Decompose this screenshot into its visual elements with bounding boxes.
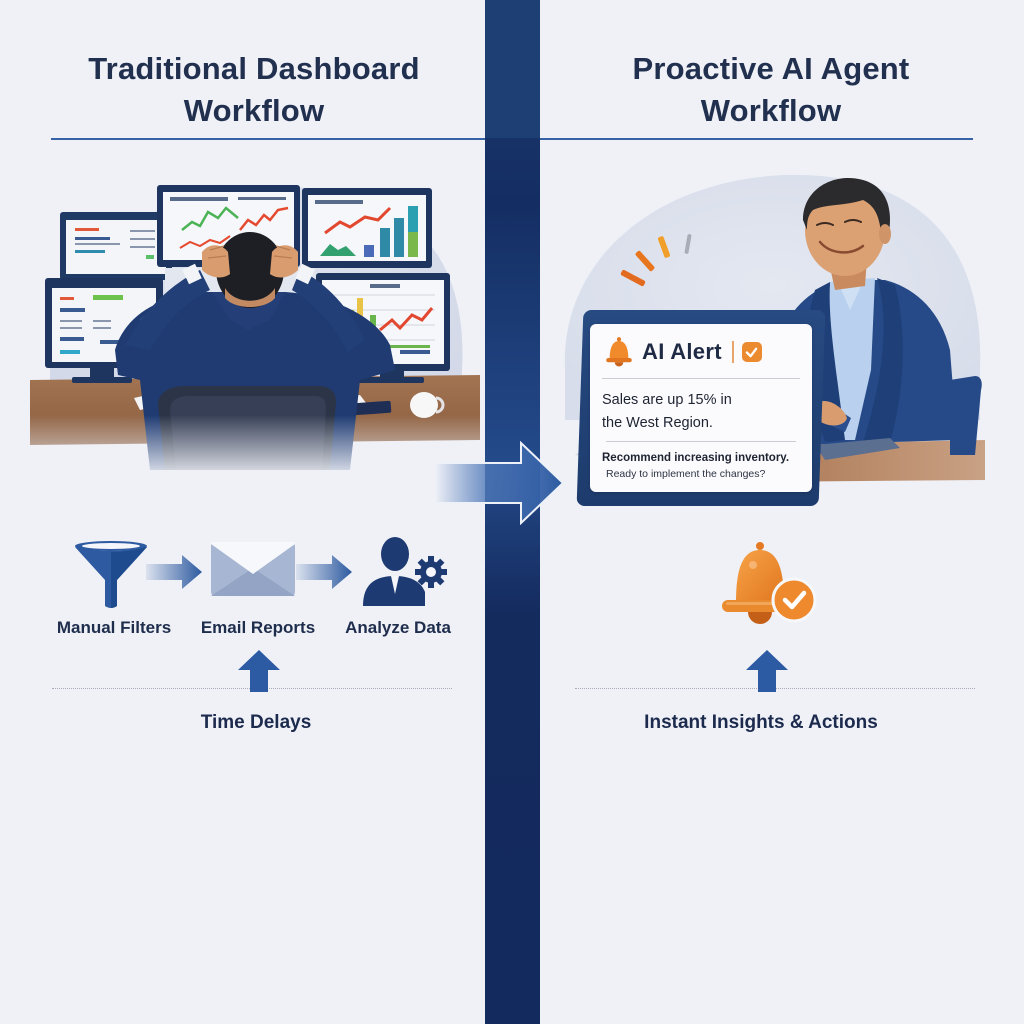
user-gear-icon (363, 537, 447, 606)
arrow-right-icon (146, 555, 202, 589)
bell-icon (606, 337, 632, 367)
alert-title: AI Alert (642, 339, 722, 364)
transition-arrow-icon (435, 441, 565, 525)
stressed-analyst-illustration (30, 185, 480, 480)
right-title-line2: Workflow (700, 93, 842, 128)
step-analyze-data (360, 536, 452, 608)
alert-separator (731, 341, 734, 363)
arrow-up-icon (238, 650, 280, 692)
alert-recommendation: Recommend increasing inventory. (602, 452, 790, 464)
alert-prompt[interactable]: Ready to implement the changes? (606, 468, 766, 480)
instant-insights-label: Instant Insights & Actions (644, 712, 878, 733)
label-analyze-data: Analyze Data (345, 618, 451, 637)
left-title-line2: Workflow (183, 93, 325, 128)
funnel-icon (75, 541, 147, 608)
alert-message-line1: Sales are up 15% in (602, 392, 732, 408)
envelope-icon (211, 542, 295, 596)
time-delays-label: Time Delays (200, 712, 312, 733)
right-panel-title: Proactive AI Agent Workflow (571, 48, 971, 132)
alert-message-line2: the West Region. (602, 415, 713, 431)
alert-divider-2 (606, 441, 796, 442)
right-title-underline (540, 138, 973, 140)
arrow-up-icon (746, 650, 788, 692)
step-manual-filters (72, 540, 150, 610)
right-title-line1: Proactive AI Agent (632, 51, 910, 86)
label-email-reports: Email Reports (200, 618, 316, 637)
alert-message: Sales are up 15% in the West Region. (602, 389, 800, 435)
label-manual-filters: Manual Filters (56, 618, 172, 637)
check-icon[interactable] (741, 342, 762, 362)
step-email-reports (210, 542, 296, 596)
left-title-underline (51, 138, 485, 140)
alert-divider (602, 378, 800, 379)
alert-header: AI Alert (602, 332, 800, 372)
ai-alert-card[interactable]: AI Alert Sales are up 15% in the West Re… (590, 324, 812, 492)
arrow-right-icon (296, 555, 352, 589)
bell-check-icon (722, 542, 817, 624)
divider-top-cap (485, 0, 540, 138)
left-panel-title: Traditional Dashboard Workflow (54, 48, 454, 132)
left-title-line1: Traditional Dashboard (88, 51, 420, 86)
